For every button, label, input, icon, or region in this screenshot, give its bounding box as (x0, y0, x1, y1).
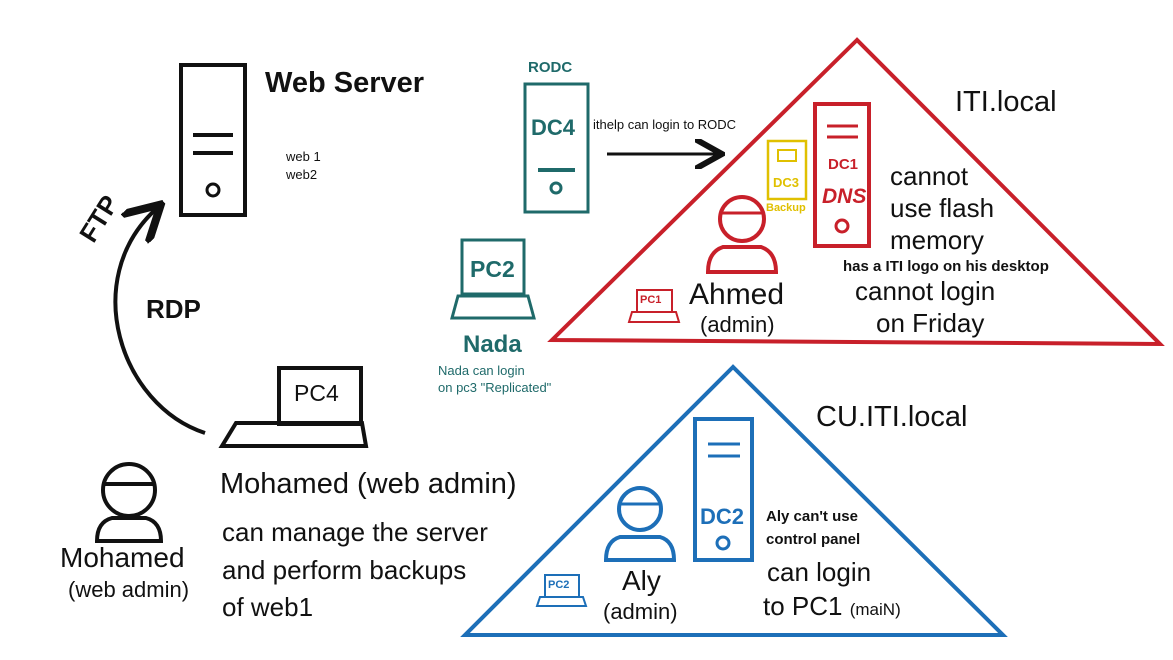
dc1-server-icon (813, 102, 871, 248)
cu-login-rule-line1: can login (767, 557, 872, 587)
aly-name: Aly (622, 565, 661, 596)
iti-logo-note: has a ITI logo on his desktop (843, 258, 1049, 275)
mohamed-role: (web admin) (68, 577, 190, 602)
iti-rule-line1: cannot (890, 161, 969, 191)
iti-rule-line3: memory (890, 225, 984, 255)
rodc-login-note: ithelp can login to RODC (593, 117, 737, 132)
ahmed-name: Ahmed (689, 278, 785, 311)
dc4-label: DC4 (531, 115, 576, 140)
pc4-label: PC4 (294, 380, 339, 406)
mohamed-desc-line3: of web1 (222, 592, 314, 622)
mohamed-user-icon (94, 462, 164, 543)
cu-rule-line1: Aly can't use (766, 508, 858, 525)
dc1-label: DC1 (828, 156, 859, 173)
cu-pc2-laptop-icon (535, 574, 588, 607)
aly-user-icon (603, 486, 677, 562)
mohamed-desc-line2: and perform backups (222, 555, 467, 585)
cu-domain-name: CU.ITI.local (816, 401, 968, 433)
ftp-rdp-arrow (113, 210, 206, 435)
cu-domain-triangle (460, 364, 1008, 637)
mohamed-name: Mohamed (60, 542, 185, 573)
dc2-server-icon (693, 417, 754, 562)
web-server-icon (179, 63, 247, 217)
iti-pc1-label: PC1 (640, 294, 662, 306)
dc1-dns-label: DNS (822, 185, 867, 208)
dc2-label: DC2 (700, 504, 745, 529)
ahmed-user-icon (705, 195, 779, 274)
cu-login-suffix: (maiN) (849, 600, 901, 619)
nada-pc-label: PC2 (470, 256, 515, 282)
cu-rule-line2: control panel (766, 531, 861, 548)
cu-pc2-label: PC2 (548, 579, 570, 591)
nada-laptop-icon (450, 238, 536, 320)
iti-login-rule-line1: cannot login (855, 276, 996, 306)
web-server-title: Web Server (265, 67, 425, 99)
mohamed-desc-line1: can manage the server (222, 517, 488, 547)
iti-domain-name: ITI.local (955, 86, 1057, 118)
rodc-role-label: RODC (528, 59, 573, 76)
cu-login-target: to PC1 (763, 591, 843, 621)
pc4-laptop-icon (218, 366, 369, 448)
nada-note-line2: on pc3 "Replicated" (438, 380, 552, 395)
rdp-label: RDP (146, 294, 201, 324)
iti-login-rule-line2: on Friday (876, 308, 985, 338)
dc3-server-icon (766, 139, 808, 201)
cu-login-rule-line2: to PC1 (maiN) (763, 592, 901, 621)
dc4-server-icon (523, 82, 590, 214)
iti-pc1-laptop-icon (627, 289, 681, 323)
dc3-label: DC3 (773, 175, 800, 190)
iti-rule-line2: use flash (890, 193, 995, 223)
web-site-2: web2 (286, 167, 318, 182)
aly-role: (admin) (603, 599, 678, 624)
iti-domain-triangle (547, 37, 1165, 347)
dc3-backup-note: Backup (766, 202, 806, 214)
mohamed-heading: Mohamed (web admin) (220, 468, 517, 500)
nada-note-line1: Nada can login (438, 363, 525, 378)
web-site-1: web 1 (286, 149, 321, 164)
nada-name: Nada (463, 331, 522, 358)
ahmed-role: (admin) (700, 312, 775, 337)
